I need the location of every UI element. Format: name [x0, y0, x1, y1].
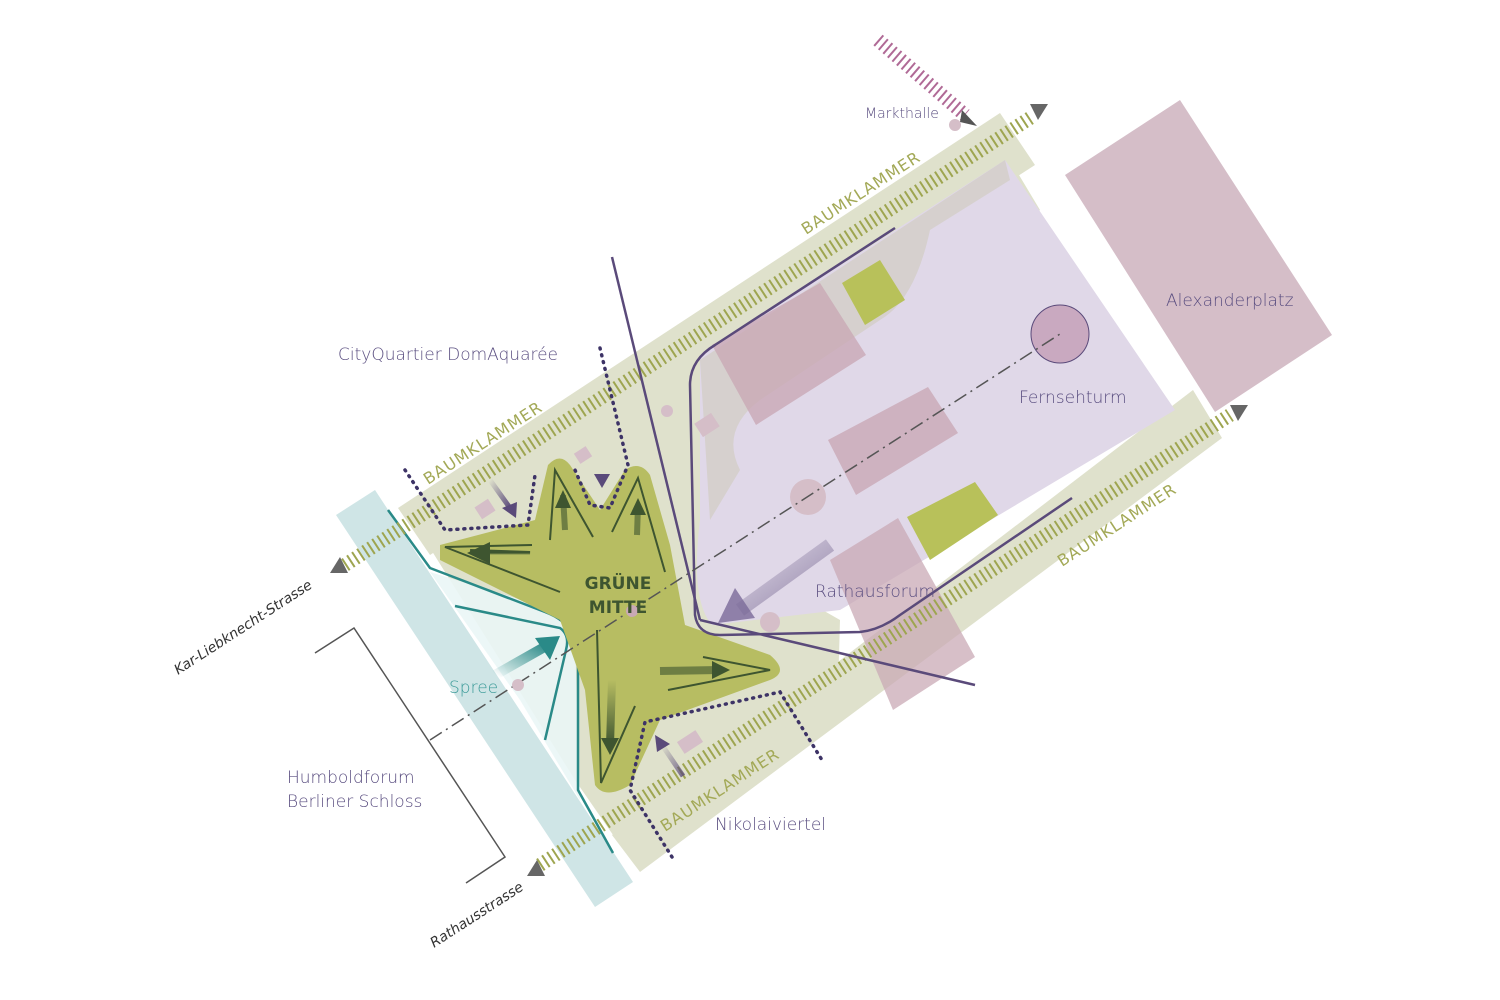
spree-river [336, 490, 633, 907]
flow-line [611, 475, 666, 573]
spree-plaza [430, 572, 580, 800]
gruene-mitte-star [440, 458, 780, 793]
marker-dot [760, 612, 780, 632]
flow-lines [444, 466, 771, 784]
dotted-line [403, 468, 537, 532]
label-fernsehturm: Fernsehturm [1019, 388, 1127, 408]
dotted-line [573, 346, 630, 510]
markthalle-path [873, 34, 970, 121]
label-street-karl-liebknecht: Kar-Liebknecht-Strasse [171, 577, 315, 678]
marker-dot [512, 679, 524, 691]
flow-line [444, 544, 561, 593]
arrow-icon [527, 860, 545, 876]
arrow-icon [960, 110, 977, 126]
label-rathausforum: Rathausforum [815, 582, 935, 602]
label-berliner-schloss: Berliner Schloss [287, 792, 422, 812]
arrowhead-icon [630, 498, 646, 515]
marker-dot [949, 119, 961, 131]
small-block [573, 446, 593, 464]
district-boundaries [610, 226, 1073, 687]
small-block [474, 498, 496, 520]
sight-axis [429, 333, 1061, 741]
small-block [676, 730, 704, 754]
flow-line [549, 466, 594, 541]
arrowhead-icon [712, 661, 730, 679]
arrowhead-icon [601, 738, 619, 755]
arrowhead-icon [535, 636, 560, 660]
purple-flow-arrow [487, 478, 513, 510]
flow-arrows [467, 490, 730, 755]
label-gruene-mitte: GRÜNE [585, 572, 652, 594]
arrow-icon [1030, 104, 1048, 120]
arrowhead-icon [502, 502, 517, 518]
green-block [907, 482, 998, 560]
arrowhead-icon [718, 588, 755, 623]
arrowhead-icon [594, 474, 610, 488]
building-block [712, 283, 866, 425]
flow-line [667, 656, 771, 691]
flow-line [596, 629, 636, 784]
arrowhead-icon [555, 490, 571, 508]
upper-hatch [341, 112, 1034, 571]
boundary-line [610, 256, 702, 621]
boundary-line [699, 618, 976, 687]
label-humboldforum: Humboldforum [287, 768, 415, 788]
small-block [694, 412, 720, 438]
label-gruene-mitte-2: MITTE [589, 598, 647, 618]
label-cityquartier: CityQuartier DomAquarée [338, 345, 558, 365]
label-nikolaiviertel: Nikolaiviertel [715, 815, 826, 835]
purple-flow-arrow [659, 743, 686, 778]
alexanderplatz-block [1065, 100, 1332, 412]
arrow-icon [330, 557, 348, 573]
label-street-rathausstrasse: Rathausstrasse [427, 879, 526, 951]
arrow-icon [1230, 405, 1248, 421]
flow-arrow [606, 679, 616, 746]
label-spree: Spree [449, 678, 498, 698]
label-markthalle: Markthalle [865, 106, 939, 122]
rathausforum-outline [688, 226, 1073, 637]
arrowhead-icon [467, 542, 490, 564]
arrowhead-icon [655, 735, 670, 752]
spree-flow-arrow [492, 640, 551, 680]
humboldforum-bracket [314, 626, 507, 884]
dotted-line [628, 690, 824, 859]
label-alexanderplatz: Alexanderplatz [1166, 291, 1294, 311]
purple-flow-arrow [735, 539, 835, 616]
marker-dot [661, 405, 673, 417]
dotted-boundaries [403, 346, 824, 859]
flow-arrow [659, 666, 721, 675]
fernsehturm-circle [1030, 304, 1090, 364]
marker-dot [626, 605, 638, 617]
baumklammer-hatches [341, 112, 1234, 871]
green-block [842, 260, 905, 325]
